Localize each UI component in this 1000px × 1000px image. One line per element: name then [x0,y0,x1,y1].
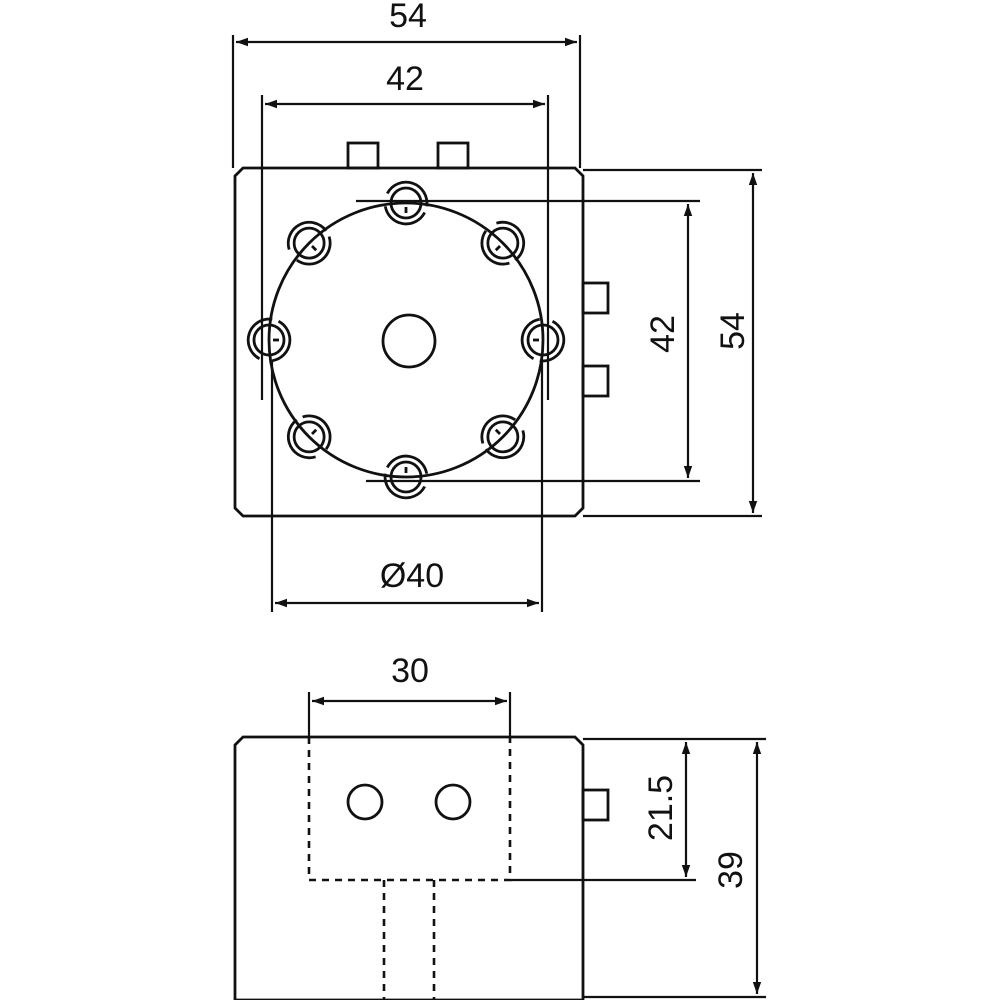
bolt-hole-counterbore-arc [302,414,332,451]
bolt-hole-bore [526,323,560,357]
top-body-outline [233,166,585,518]
bolt-hole-counterbore-arc [480,229,510,266]
dim-label-height-42: 42 [644,315,682,353]
bolt-hole-counterbore-arc [272,320,292,363]
bolt-hole-tick [494,428,501,435]
bolt-hole-counterbore-arc [386,454,429,474]
right-tab-lower [581,364,610,398]
bolt-hole-tick [494,245,501,252]
bolt-hole [383,180,429,226]
dim-label-total-height-39: 39 [712,851,750,889]
bolt-hole [480,220,526,266]
bolt-hole-counterbore-arc [495,220,526,262]
bolt-hole-counterbore-arc [383,206,426,226]
dim-label-width-42: 42 [386,60,424,98]
bolt-hole-counterbore-arc [386,180,429,207]
bolt-hole-bore [486,420,520,454]
bolt-hole [246,317,292,363]
dim-label-cavity-width-30: 30 [391,652,429,690]
bolt-hole [286,220,332,266]
bolt-hole-bore [292,420,326,454]
bolt-hole-bore [389,460,423,494]
bolt-hole-bore [486,226,520,260]
bolt-hole-counterbore-arc [484,429,526,460]
bolt-hole-counterbore-arc [286,418,317,460]
bolt-hole [480,414,526,460]
bolt-hole-counterbore-arc [295,236,332,266]
bolt-circle [267,201,545,479]
bolt-hole-counterbore-arc [286,220,328,251]
top-tab-right [436,141,470,170]
front-view: 30 21.5 39 [233,652,766,1000]
bolt-hole [286,414,332,460]
bolt-hole-tick [311,428,318,435]
bolt-hole-counterbore-arc [246,317,273,360]
hidden-cavity [307,737,512,882]
bolt-hole-tick [311,245,318,252]
bolt-hole-counterbore-arc [480,414,517,444]
center-hole [381,313,437,369]
top-view: 54 42 Ø40 54 42 [231,0,762,612]
dim-label-height-54: 54 [714,312,752,350]
bolt-hole-bore [292,226,326,260]
dim-label-diameter-40: Ø40 [380,557,444,595]
dim-label-cavity-height-21-5: 21.5 [642,775,680,841]
bolt-hole-counterbore-arc [520,317,540,360]
front-hole-right [434,783,472,821]
bolt-hole-bore [252,323,286,357]
bolt-holes [246,180,566,500]
front-hole-left [346,783,384,821]
dim-label-width-54: 54 [389,0,427,35]
front-right-tab [581,788,610,822]
front-body-outline [233,735,585,1000]
bolt-hole-bore [389,186,423,220]
right-tab-upper [581,281,610,315]
top-tab-left [346,141,380,170]
